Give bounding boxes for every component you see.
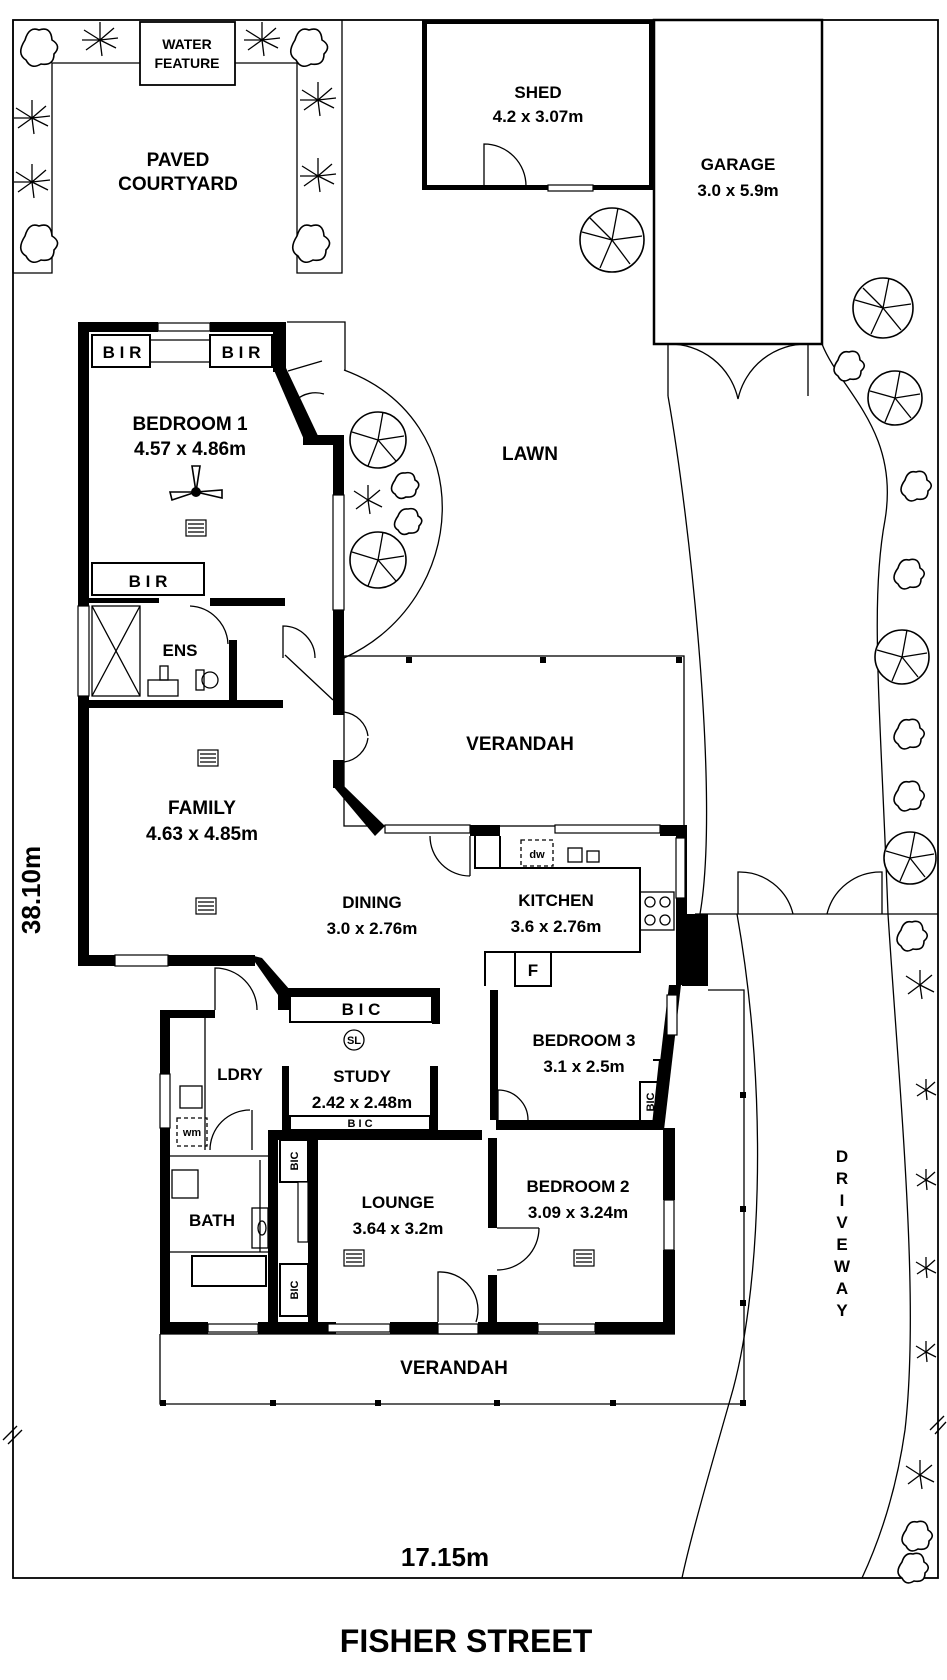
bedroom3-dimensions: 3.1 x 2.5m: [543, 1057, 624, 1076]
street-name: FISHER STREET: [340, 1623, 593, 1659]
study-label: STUDY: [333, 1067, 391, 1086]
garage-label: GARAGE: [701, 155, 776, 174]
paved-courtyard: [12, 20, 343, 274]
property-boundary: [12, 19, 939, 1579]
driveway-trees: [579, 207, 937, 885]
ceiling-fan-icon: [168, 465, 223, 502]
bic-study-bottom-label: B I C: [347, 1118, 372, 1130]
bic-lounge-bottom-label: BIC: [289, 1280, 301, 1299]
bic-study-top-label: B I C: [342, 1000, 381, 1019]
bedroom2-dimensions: 3.09 x 3.24m: [528, 1203, 628, 1222]
bedroom2-label: BEDROOM 2: [527, 1177, 630, 1196]
lawn-garden-bed: [343, 369, 443, 659]
driveway-small-plants: [905, 970, 937, 1490]
skylight-circle: [343, 1029, 365, 1051]
boundary-break-marks: [2, 1415, 947, 1445]
study-dimensions: 2.42 x 2.48m: [312, 1093, 412, 1112]
courtyard-label-1: PAVED: [147, 150, 210, 171]
bir-left-box: [91, 334, 151, 368]
courtyard-label-2: COURTYARD: [118, 174, 238, 195]
rear-verandah-outline: [343, 655, 685, 827]
front-verandah-label: VERANDAH: [400, 1358, 508, 1379]
garage-dimensions: 3.0 x 5.9m: [697, 181, 778, 200]
family-label: FAMILY: [168, 798, 236, 819]
laundry-label: LDRY: [217, 1065, 263, 1084]
site-width-dimension: 17.15m: [401, 1542, 489, 1572]
dining-dimensions: 3.0 x 2.76m: [327, 919, 418, 938]
shed: [422, 20, 654, 192]
driveway-shrubs: [833, 350, 934, 1584]
bir-right-label: B I R: [222, 343, 261, 362]
bir-bottom-label: B I R: [129, 572, 168, 591]
driveway-letter-3: I: [840, 1191, 845, 1210]
bic-bed3-box: [639, 1081, 661, 1123]
interior-fitout: [77, 321, 746, 1406]
driveway-letter-8: Y: [836, 1301, 848, 1320]
skylight-label: SL: [347, 1035, 361, 1047]
driveway-letter-5: E: [836, 1235, 847, 1254]
water-feature-label-2: FEATURE: [154, 55, 219, 71]
kitchen-dimensions: 3.6 x 2.76m: [511, 917, 602, 936]
site-depth-dimension: 38.10m: [16, 846, 46, 934]
bath-label: BATH: [189, 1211, 235, 1230]
courtyard-plants: [19, 28, 331, 264]
bic-study-top-box: [289, 995, 433, 1023]
dining-label: DINING: [342, 893, 402, 912]
lounge-dimensions: 3.64 x 3.2m: [353, 1219, 444, 1238]
bic-lounge-top-box: [279, 1139, 309, 1183]
washing-machine: [176, 1117, 208, 1147]
shed-dimensions: 4.2 x 3.07m: [493, 107, 584, 126]
driveway-gates: [737, 871, 883, 915]
lawn-label: LAWN: [502, 444, 558, 465]
shed-label: SHED: [514, 83, 561, 102]
bic-bed3-label: BIC: [645, 1092, 657, 1111]
dishwasher: [520, 839, 554, 867]
bir-right-box: [209, 334, 273, 368]
fridge-box: [514, 951, 552, 987]
house-walls: [78, 322, 708, 1334]
washing-machine-label: wm: [182, 1127, 202, 1139]
bir-bottom-box: [91, 562, 205, 596]
bir-left-label: B I R: [103, 343, 142, 362]
driveway-lines: [667, 343, 938, 1579]
lounge-label: LOUNGE: [362, 1193, 435, 1212]
bedroom1-dimensions: 4.57 x 4.86m: [134, 439, 246, 460]
water-feature: [139, 21, 236, 86]
driveway-letter-2: R: [836, 1169, 848, 1188]
fridge-label: F: [528, 961, 538, 980]
ensuite-label: ENS: [163, 641, 198, 660]
bedroom1-label: BEDROOM 1: [132, 414, 248, 435]
driveway-letter-1: D: [836, 1147, 848, 1166]
bic-lounge-top-label: BIC: [289, 1151, 301, 1170]
kitchen-label: KITCHEN: [518, 891, 594, 910]
bathtub: [191, 1255, 267, 1287]
dishwasher-label: dw: [529, 849, 545, 861]
courtyard-palms: [14, 22, 337, 199]
bic-study-bottom-box: [289, 1115, 431, 1131]
bic-lounge-bottom-box: [279, 1263, 309, 1317]
driveway-letter-7: A: [836, 1279, 848, 1298]
driveway-letter-6: W: [834, 1257, 851, 1276]
water-feature-label-1: WATER: [162, 36, 212, 52]
rear-verandah-label: VERANDAH: [466, 734, 574, 755]
vent-grilles: [185, 519, 595, 1267]
bedroom3-label: BEDROOM 3: [533, 1031, 636, 1050]
family-dimensions: 4.63 x 4.85m: [146, 824, 258, 845]
driveway-letter-4: V: [836, 1213, 848, 1232]
garage: [652, 18, 824, 400]
